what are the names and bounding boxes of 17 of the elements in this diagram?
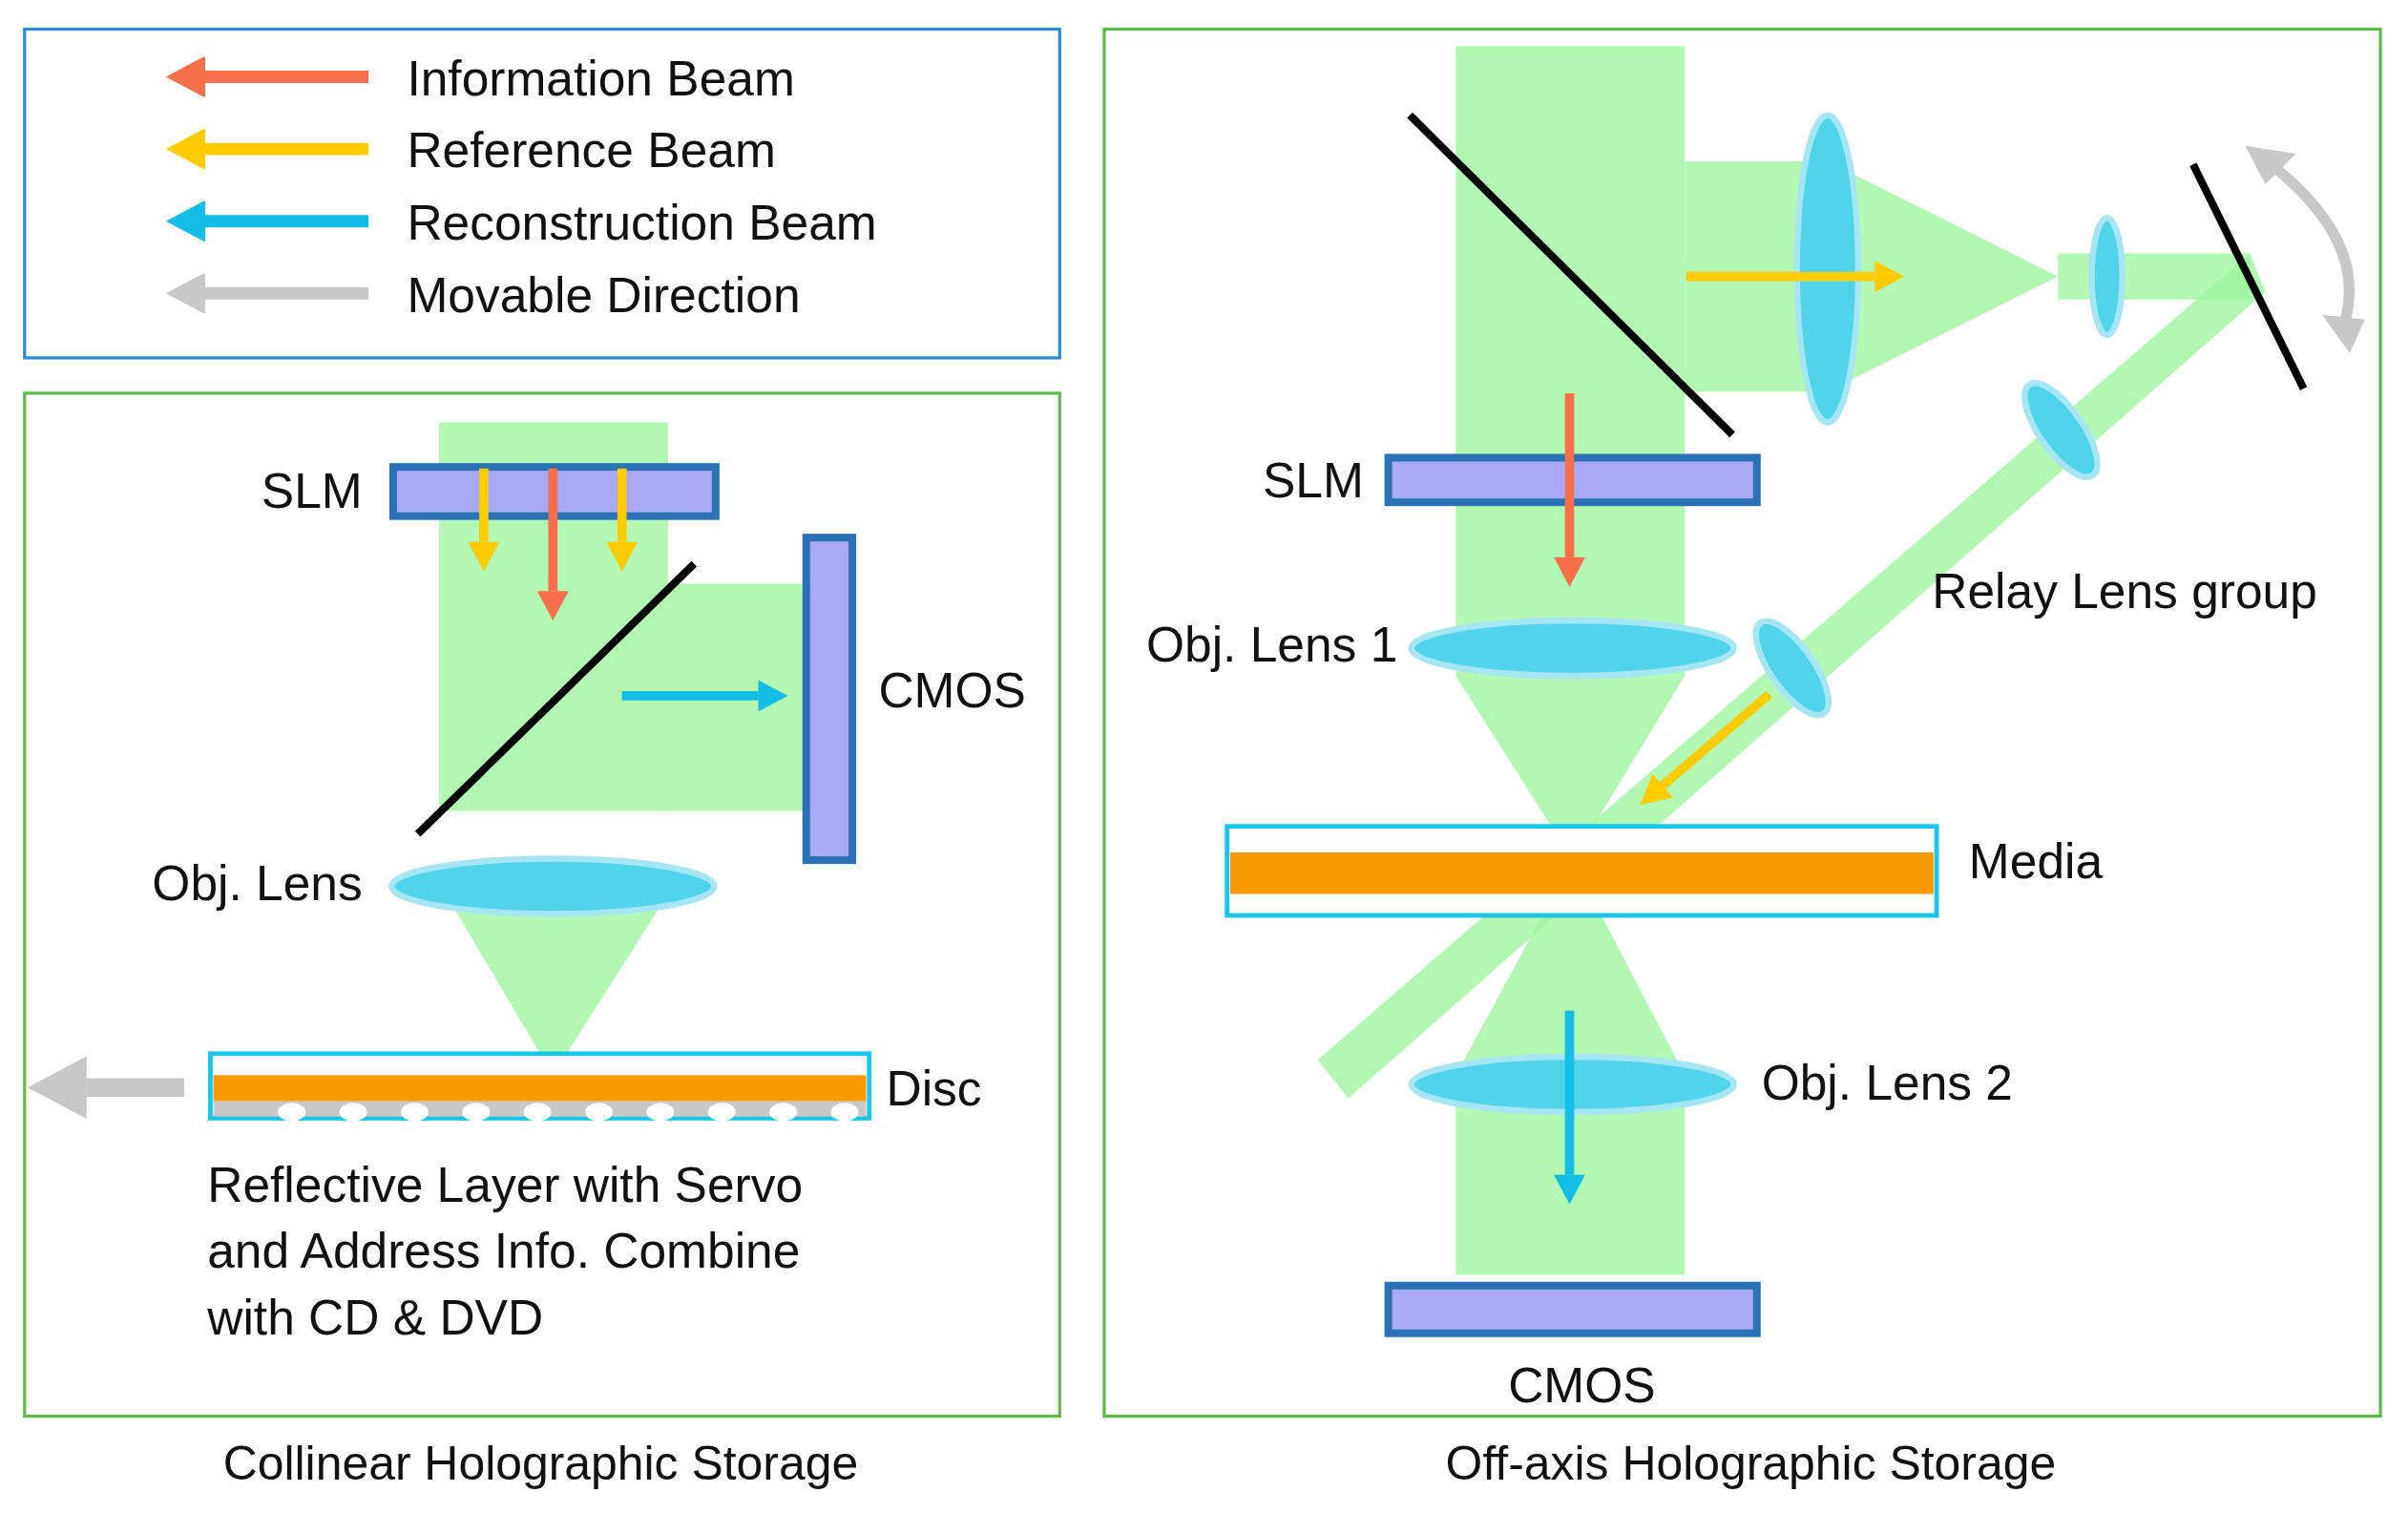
part-label: Disc bbox=[886, 1060, 982, 1119]
panel-caption: Off-axis Holographic Storage bbox=[1445, 1436, 2057, 1492]
part-label: Media bbox=[1968, 832, 2104, 892]
legend-label: Reference Beam bbox=[407, 122, 776, 180]
part-label: CMOS bbox=[878, 662, 1026, 721]
part-label: Obj. Lens 2 bbox=[1761, 1054, 2013, 1113]
part-label: CMOS bbox=[1508, 1356, 1656, 1416]
panel-caption: Collinear Holographic Storage bbox=[222, 1436, 859, 1492]
part-label: Relay Lens group bbox=[1932, 562, 2317, 621]
note-text: Reflective Layer with Servo and Address Info. Combine with CD & DVD bbox=[207, 1156, 805, 1347]
legend-label: Movable Direction bbox=[407, 267, 801, 325]
legend-label: Reconstruction Beam bbox=[407, 195, 877, 252]
part-label: Obj. Lens 1 bbox=[1145, 616, 1398, 675]
part-label: Obj. Lens bbox=[152, 853, 363, 913]
legend-label: Information Beam bbox=[407, 51, 795, 108]
part-label: SLM bbox=[261, 462, 363, 521]
part-label: SLM bbox=[1263, 452, 1364, 511]
